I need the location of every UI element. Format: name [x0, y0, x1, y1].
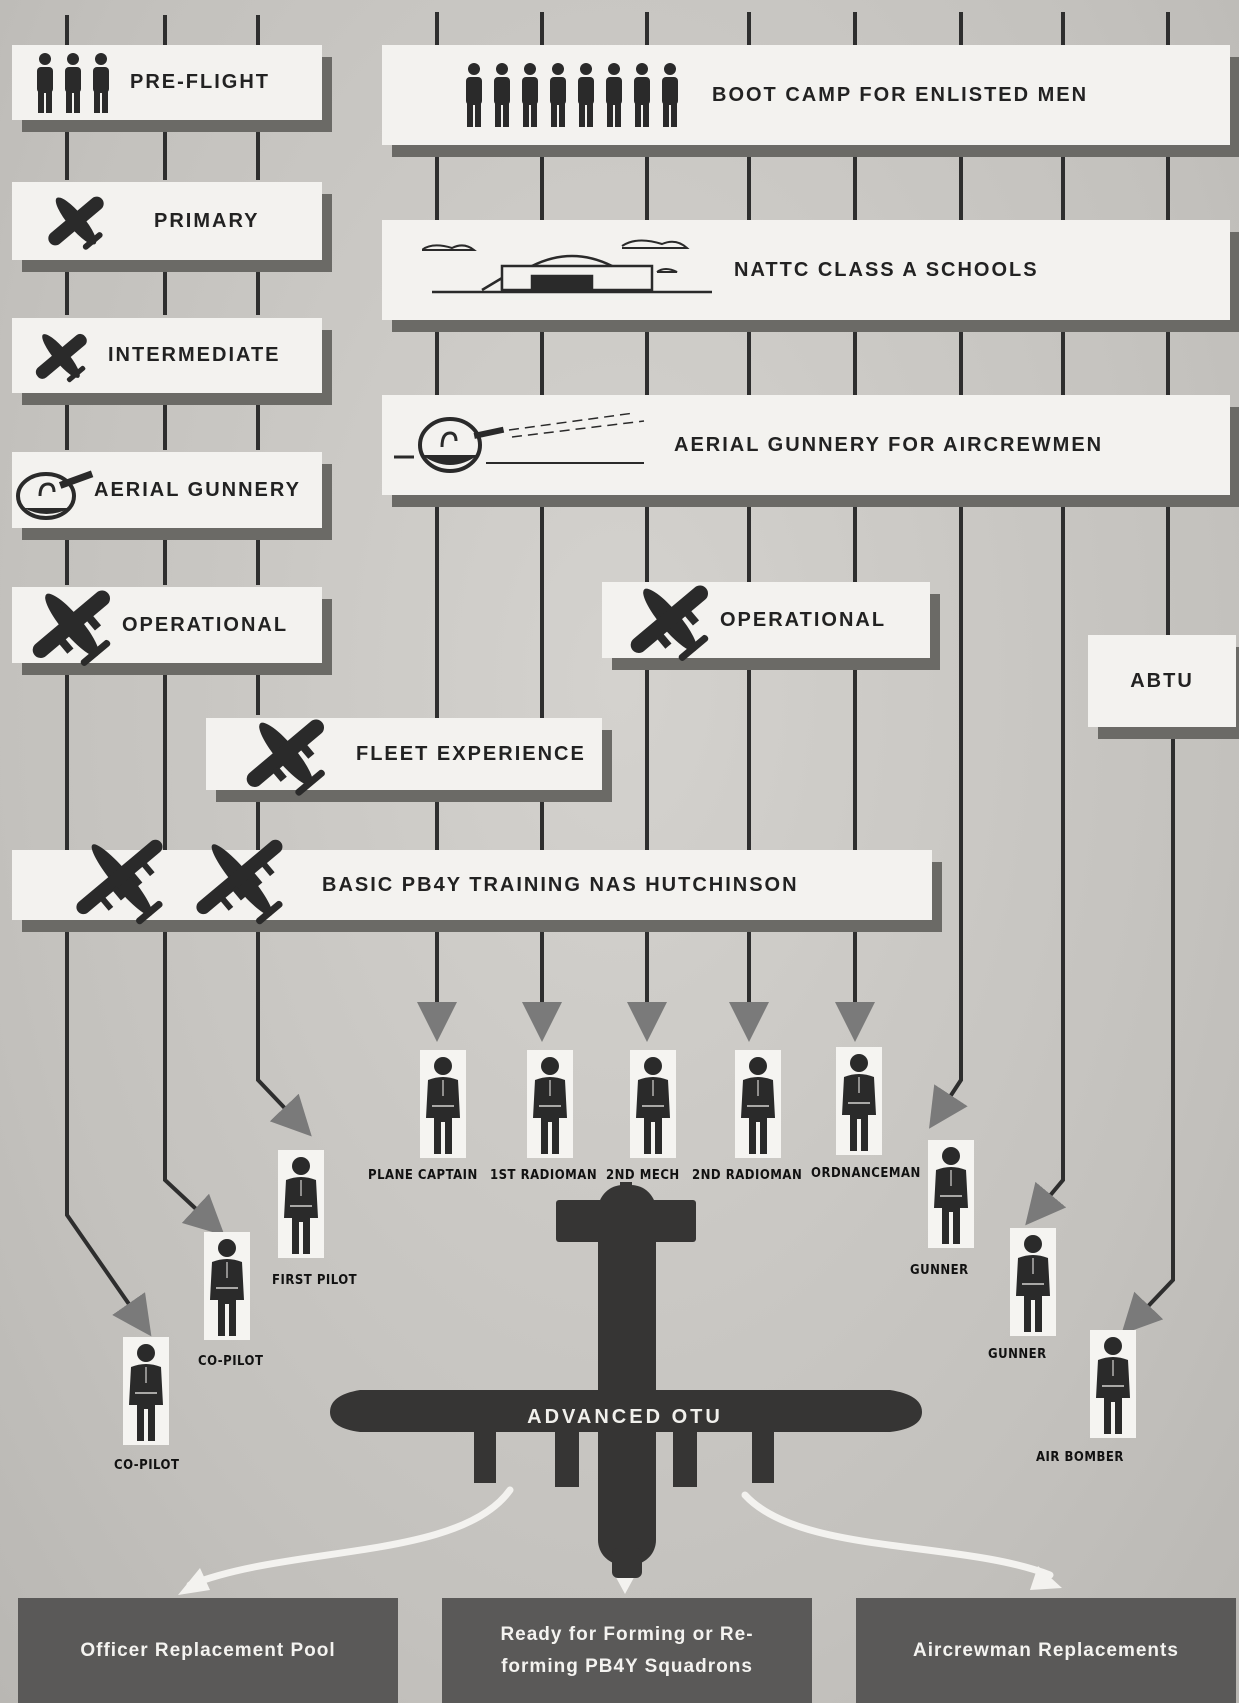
- ordnanceman-figure: [836, 1047, 882, 1155]
- co-pilot-caption-1: CO-PILOT: [114, 1458, 180, 1473]
- co-pilot-figure-1: [123, 1337, 169, 1445]
- cadets-icon: [37, 52, 109, 113]
- boot-camp-box: BOOT CAMP FOR ENLISTED MEN: [382, 45, 1230, 145]
- abtu-box: ABTU: [1088, 635, 1236, 727]
- nattc-label: NATTC CLASS A SCHOOLS: [734, 258, 1039, 281]
- boot-camp-label: BOOT CAMP FOR ENLISTED MEN: [712, 83, 1089, 106]
- aircrewman-label: Aircrewman Replacements: [913, 1639, 1179, 1661]
- enlisted-operational-label: OPERATIONAL: [720, 608, 887, 631]
- radioman-2nd-caption: 2ND RADIOMAN: [692, 1168, 803, 1183]
- radioman-1st-figure: [527, 1050, 573, 1158]
- preflight-box: PRE-FLIGHT: [12, 45, 322, 120]
- officer-pool-box: Officer Replacement Pool: [18, 1598, 398, 1703]
- gunner-figure-2: [1010, 1228, 1056, 1336]
- first-pilot-caption: FIRST PILOT: [272, 1273, 358, 1288]
- aerial-gunnery-label: AERIAL GUNNERY: [94, 478, 301, 501]
- fleet-plane-icon: [246, 719, 325, 796]
- officer-operational-label: OPERATIONAL: [122, 613, 289, 636]
- abtu-label: ABTU: [1130, 669, 1194, 692]
- intermediate-label: INTERMEDIATE: [108, 344, 281, 366]
- primary-box: PRIMARY: [12, 182, 322, 260]
- squadrons-label: Ready for Forming or Re-forming PB4Y Squ…: [500, 1623, 754, 1677]
- fleet-experience-box: FLEET EXPERIENCE: [206, 718, 602, 796]
- aircrew-gunnery-box: AERIAL GUNNERY FOR AIRCREWMEN: [382, 395, 1230, 495]
- basic-training-box: BASIC PB4Y TRAINING NAS HUTCHINSON: [12, 839, 932, 925]
- fleet-experience-label: FLEET EXPERIENCE: [356, 742, 586, 765]
- officer-pool-label: Officer Replacement Pool: [80, 1639, 336, 1661]
- nattc-box: NATTC CLASS A SCHOOLS: [382, 220, 1230, 320]
- pb4y-pair-icon: [76, 839, 283, 925]
- radioman-1st-caption: 1ST RADIOMAN: [490, 1168, 598, 1183]
- gunner-caption-2: GUNNER: [988, 1347, 1047, 1362]
- intermediate-box: INTERMEDIATE: [12, 318, 322, 393]
- gun-turret-icon: [16, 470, 94, 520]
- turret-fire-icon: [394, 412, 645, 473]
- plane-captain-figure: [420, 1050, 466, 1158]
- ordnanceman-caption: ORDNANCEMAN: [811, 1166, 921, 1181]
- co-pilot-figure-2: [204, 1232, 250, 1340]
- first-pilot-figure: [278, 1150, 324, 1258]
- air-bomber-figure: [1090, 1330, 1136, 1438]
- mech-2nd-figure: [630, 1050, 676, 1158]
- gunner-caption-1: GUNNER: [910, 1263, 969, 1278]
- primary-label: PRIMARY: [154, 209, 260, 232]
- fighter-plane-icon: [35, 333, 87, 382]
- mech-2nd-caption: 2ND MECH: [606, 1168, 680, 1183]
- aircrew-gunnery-label: AERIAL GUNNERY FOR AIRCREWMEN: [674, 433, 1104, 456]
- preflight-label: PRE-FLIGHT: [130, 71, 270, 93]
- officer-operational-box: OPERATIONAL: [12, 587, 322, 666]
- enlisted-patrol-plane-icon: [630, 585, 709, 661]
- basic-training-label: BASIC PB4Y TRAINING NAS HUTCHINSON: [322, 873, 799, 896]
- hangar-icon: [422, 239, 712, 294]
- recruits-icon: [466, 63, 678, 127]
- aircrewman-box: Aircrewman Replacements: [856, 1598, 1236, 1703]
- gunner-figure-1: [928, 1140, 974, 1248]
- radioman-2nd-figure: [735, 1050, 781, 1158]
- plane-captain-caption: PLANE CAPTAIN: [368, 1168, 478, 1183]
- advanced-otu-label: ADVANCED OTU: [527, 1406, 723, 1428]
- enlisted-operational-box: OPERATIONAL: [602, 582, 930, 661]
- aerial-gunnery-box: AERIAL GUNNERY: [12, 452, 322, 528]
- air-bomber-caption: AIR BOMBER: [1036, 1450, 1124, 1465]
- squadrons-box: Ready for Forming or Re-forming PB4Y Squ…: [442, 1598, 812, 1703]
- pb4y-bomber-icon: [330, 1182, 922, 1578]
- trainer-plane-icon: [48, 196, 104, 250]
- patrol-plane-icon: [32, 590, 111, 666]
- co-pilot-caption-2: CO-PILOT: [198, 1354, 264, 1369]
